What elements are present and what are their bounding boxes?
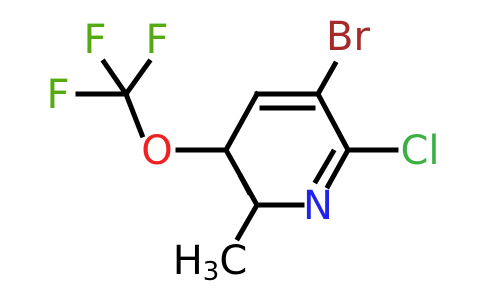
chlorine-label: Cl (400, 128, 439, 174)
bond-c2-n-inner (312, 148, 337, 185)
oxygen-label: O (141, 128, 172, 174)
atom-labels: Br Cl N O F F F H3C (46, 14, 439, 287)
fluorine-label-top-right: F (145, 17, 168, 63)
fluorine-label-left: F (46, 72, 69, 118)
bond-c-f1 (100, 58, 130, 98)
methyl-subscript: 3 (203, 257, 220, 287)
methyl-hydrogen: H (173, 238, 203, 284)
nitrogen-label: N (303, 183, 333, 229)
bond-c5-c4 (222, 90, 261, 154)
bond-o-cf3 (122, 90, 146, 139)
substituent-bonds (75, 58, 399, 242)
fluorine-label-top-left: F (83, 17, 106, 63)
bond-c6-c5-inner (237, 173, 253, 196)
bond-c2-n (324, 146, 352, 190)
ring-bonds (222, 90, 352, 209)
bond-c-f2 (122, 58, 153, 98)
methyl-carbon: C (219, 238, 247, 284)
bond-c6-ch3 (234, 201, 261, 242)
methyl-label: H3C (173, 238, 248, 287)
bromine-label: Br (326, 14, 370, 60)
bond-c3-br (314, 60, 339, 98)
bond-c3-c2 (314, 90, 352, 154)
